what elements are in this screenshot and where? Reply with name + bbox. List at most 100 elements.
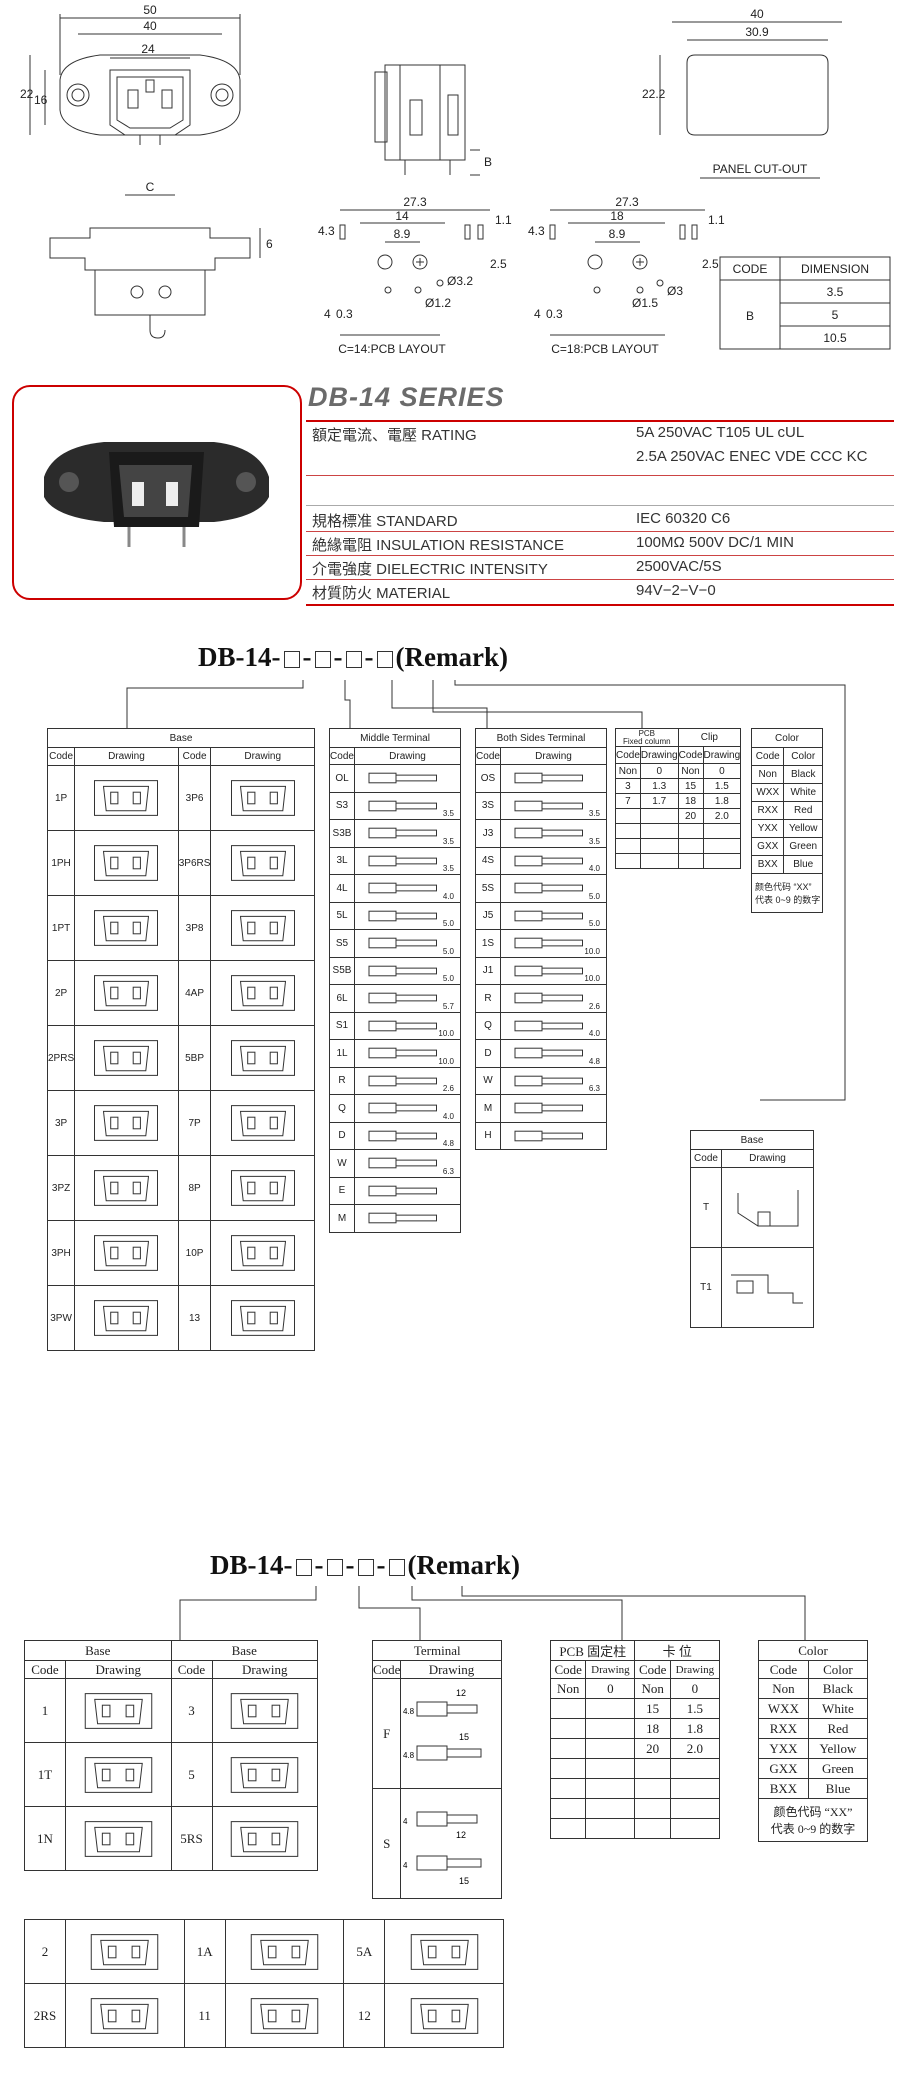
- terminal-drawing: [368, 772, 437, 784]
- table-title: Terminal: [371, 1640, 503, 1661]
- color-code: WXX: [750, 783, 785, 802]
- terminal-drawing-cell: 5.0: [500, 874, 607, 903]
- terminal-drawing: [368, 855, 437, 867]
- base-code: 3P6RS: [177, 830, 212, 896]
- terminal-dim: 10.0: [438, 1056, 454, 1066]
- terminal-code: M: [329, 1204, 355, 1233]
- terminal-drawing-cell: 3.5: [354, 791, 461, 820]
- terminal-dim: 4.0: [442, 891, 454, 901]
- socket-drawing: [230, 1235, 295, 1271]
- color-name: Green: [783, 837, 823, 856]
- pcb-clip-cell: 2.0: [702, 808, 742, 824]
- terminal-drawing: [514, 1020, 583, 1032]
- pn-remark: (Remark): [407, 1550, 520, 1580]
- pcb-clip-cell: [677, 853, 704, 869]
- terminal-drawing-cell: 2.6: [354, 1066, 461, 1095]
- color-name: Red: [783, 801, 823, 820]
- terminal-drawing: [368, 910, 437, 922]
- table-title: Both Sides Terminal: [475, 728, 607, 748]
- socket-drawing: [94, 1105, 159, 1141]
- base-drawing: [210, 895, 315, 961]
- terminal-code: 5S: [475, 874, 501, 903]
- pcb-clip-cell: [585, 1818, 636, 1839]
- base-drawing: [74, 1025, 179, 1091]
- pcb14-dim-89: 8.9: [394, 227, 411, 241]
- color-code: RXX: [758, 1718, 809, 1739]
- socket-drawing: [84, 1820, 152, 1857]
- terminal-drawing-cell: 3.5: [500, 819, 607, 848]
- panel-dim-309: 30.9: [745, 25, 769, 39]
- terminal-code: J1: [475, 956, 501, 985]
- pcb-clip-cell: 15: [677, 778, 704, 794]
- color-code: YXX: [750, 819, 785, 838]
- terminal-code: 5L: [329, 901, 355, 930]
- pcb-clip-cell: [634, 1798, 671, 1819]
- terminal-drawing: [514, 965, 583, 977]
- base-code: 7P: [177, 1090, 212, 1156]
- pcb-clip-cell: [669, 1778, 721, 1799]
- terminal-dim: 4.0: [588, 1029, 600, 1038]
- spec-value: 94V−2−V−0: [636, 582, 716, 599]
- clip-title: 卡 位: [634, 1640, 720, 1661]
- base-drawing: [74, 1220, 179, 1286]
- pcb-clip-cell: 1.7: [639, 793, 679, 809]
- spec-key: 額定電流、電壓 RATING: [312, 427, 477, 444]
- spec-key: 絶緣電阻 INSULATION RESISTANCE: [312, 537, 564, 554]
- base-drawing: [74, 1285, 179, 1351]
- color-note: 颜色代码 “XX” 代表 0~9 的数字: [758, 1798, 868, 1842]
- pcb-clip-cell: [669, 1758, 721, 1779]
- pcb-clip-cell: [549, 1718, 587, 1739]
- color-name: Blue: [783, 855, 823, 874]
- terminal-dim: 5.0: [442, 946, 454, 956]
- terminal-height: 4: [403, 1817, 408, 1826]
- table-title: Base: [690, 1130, 814, 1150]
- socket-drawing: [94, 975, 159, 1011]
- terminal-drawing-cell: [500, 1094, 607, 1123]
- terminal-code: OS: [475, 764, 501, 793]
- terminal-drawing: [514, 910, 583, 922]
- pn-dash: -: [364, 642, 374, 672]
- terminal-drawing-cell: 2.6: [500, 984, 607, 1013]
- terminal-drawing: [368, 1102, 437, 1114]
- socket-drawing: [230, 1300, 295, 1336]
- terminal-dim: 5.0: [442, 919, 454, 928]
- panel-cutout-label: PANEL CUT-OUT: [713, 162, 808, 176]
- terminal-s-shape: 12 15 4 4: [403, 1811, 482, 1886]
- terminal-drawing-cell: 10.0: [500, 929, 607, 958]
- socket-drawing: [94, 1040, 159, 1076]
- base-drawing: [211, 1678, 318, 1743]
- terminal-dim: 4.8: [588, 1056, 600, 1066]
- color-code: BXX: [758, 1778, 809, 1799]
- pcb14-dim-25: 2.5: [490, 257, 507, 271]
- spec-key: 材質防火 MATERIAL: [312, 585, 451, 602]
- pcb-clip-cell: [549, 1758, 587, 1779]
- terminal-code: D: [329, 1121, 355, 1150]
- pcb14-dim-43: 4.3: [318, 224, 335, 238]
- base-t-drawing: [721, 1167, 814, 1248]
- base-drawing: [210, 960, 315, 1026]
- terminal-drawing-cell: 4.0: [354, 874, 461, 903]
- terminal-drawing-cell: [354, 1176, 461, 1205]
- spec-key: 規格標准 STANDARD: [312, 513, 458, 530]
- terminal-dim: 6.3: [588, 1084, 600, 1093]
- pcb-clip-cell: [702, 838, 742, 854]
- base-drawing: [224, 1983, 345, 2048]
- col-header-code: Code: [634, 1660, 671, 1679]
- pcb-clip-cell: [615, 853, 641, 869]
- terminal-drawing: [368, 827, 437, 839]
- terminal-drawing: [368, 882, 437, 894]
- terminal-dim: 12: [456, 1830, 466, 1840]
- terminal-drawing: [514, 772, 583, 784]
- base-drawing: [210, 1025, 315, 1091]
- pcb-clip-cell: 1.3: [639, 778, 679, 794]
- terminal-drawing-cell: 3.5: [354, 846, 461, 875]
- top-technical-drawing: 50 40 24 22 16 C B 6 40 30.9 22.2 PANEL …: [20, 3, 891, 356]
- pcb-clip-cell: [615, 838, 641, 854]
- table-title: Color: [751, 728, 823, 748]
- color-name: Yellow: [807, 1738, 869, 1759]
- pcb-clip-cell: [585, 1798, 636, 1819]
- terminal-height: 4.8: [403, 1751, 415, 1760]
